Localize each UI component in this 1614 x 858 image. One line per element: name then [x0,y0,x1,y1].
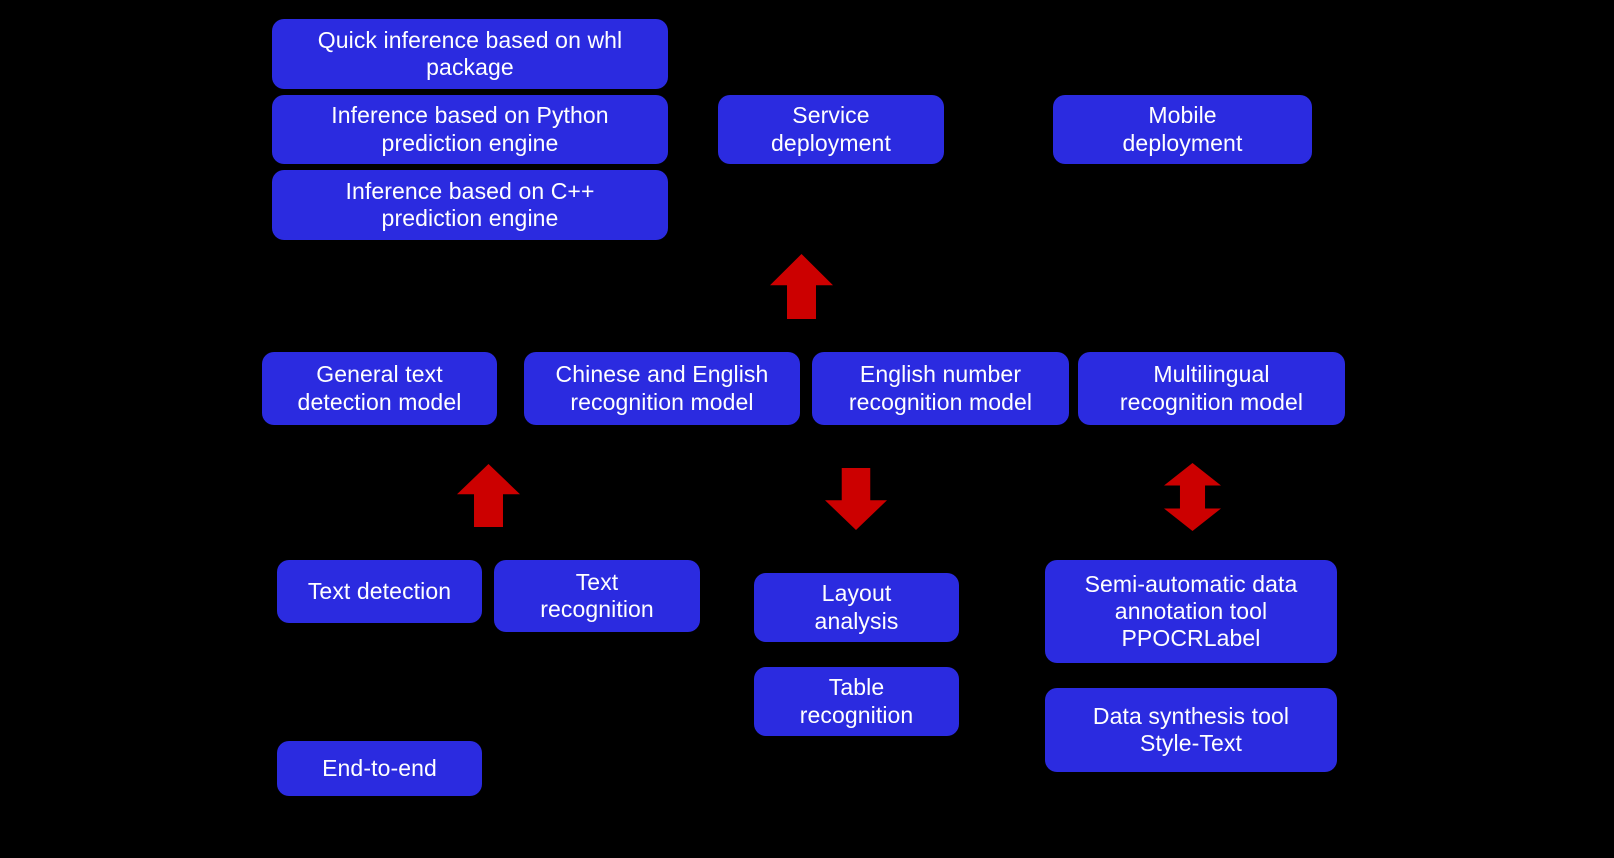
node-text-detection[interactable]: Text detection [277,560,482,623]
node-multilingual-recognition-model[interactable]: Multilingual recognition model [1078,352,1345,425]
arrow-models-to-deployment [770,254,833,319]
node-service-deployment[interactable]: Service deployment [718,95,944,164]
node-style-text[interactable]: Data synthesis tool Style-Text [1045,688,1337,772]
node-english-number-recognition-model[interactable]: English number recognition model [812,352,1069,425]
node-general-text-detection-model[interactable]: General text detection model [262,352,497,425]
node-text-recognition[interactable]: Text recognition [494,560,700,632]
node-chinese-english-recognition-model[interactable]: Chinese and English recognition model [524,352,800,425]
node-quick-inference-whl[interactable]: Quick inference based on whl package [272,19,668,89]
arrow-models-to-document [825,468,887,530]
arrow-algorithms-to-models [457,464,520,527]
node-end-to-end[interactable]: End-to-end [277,741,482,796]
node-ppocrlabel[interactable]: Semi-automatic data annotation tool PPOC… [1045,560,1337,663]
node-mobile-deployment[interactable]: Mobile deployment [1053,95,1312,164]
arrow-models-tools-bidirectional [1164,463,1221,531]
node-table-recognition[interactable]: Table recognition [754,667,959,736]
node-layout-analysis[interactable]: Layout analysis [754,573,959,642]
node-inference-cpp[interactable]: Inference based on C++ prediction engine [272,170,668,240]
node-inference-python[interactable]: Inference based on Python prediction eng… [272,95,668,164]
